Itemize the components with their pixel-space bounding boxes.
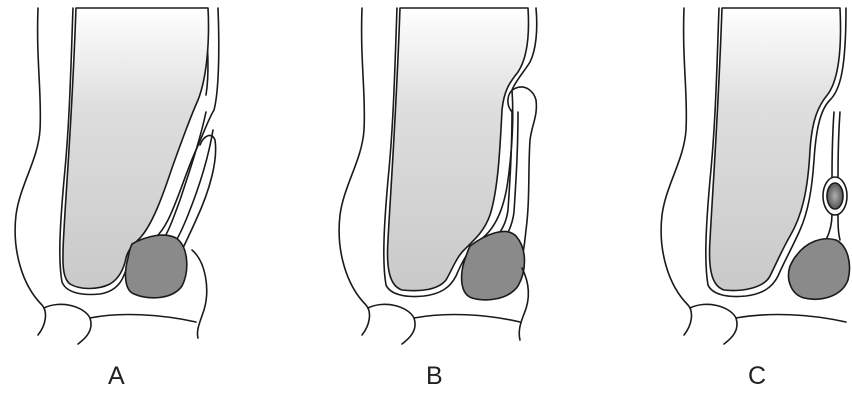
- panel-a-sac: [126, 235, 187, 298]
- panel-c-cord-lower-inner: [838, 214, 840, 240]
- panel-c-scrotal-wall: [690, 304, 737, 344]
- panel-b-base: [414, 315, 520, 322]
- panel-b-label: B: [426, 362, 443, 390]
- panel-b: [339, 8, 537, 344]
- panel-c-cyst: [827, 183, 843, 209]
- panel-a-label: A: [108, 362, 125, 390]
- panel-c-cord: [832, 112, 834, 178]
- panel-a-outer-wall: [15, 8, 45, 335]
- panel-a-scrotal-wall-right: [192, 250, 207, 338]
- panel-c-label: C: [748, 362, 766, 390]
- panel-c-sac: [789, 239, 850, 299]
- panel-b-scrotal-wall: [368, 304, 415, 344]
- panel-c-outer-wall: [661, 8, 691, 335]
- panel-b-outer-wall: [339, 8, 369, 335]
- panel-a-base: [90, 315, 196, 322]
- panel-c: [661, 8, 849, 344]
- panel-a: [15, 8, 219, 344]
- panel-a-scrotal-tube: [178, 135, 216, 258]
- panel-a-scrotal-wall: [44, 304, 91, 344]
- panel-c-cord-inner: [838, 112, 840, 178]
- panel-c-base: [736, 315, 846, 322]
- panel-c-cord-lower: [826, 214, 832, 240]
